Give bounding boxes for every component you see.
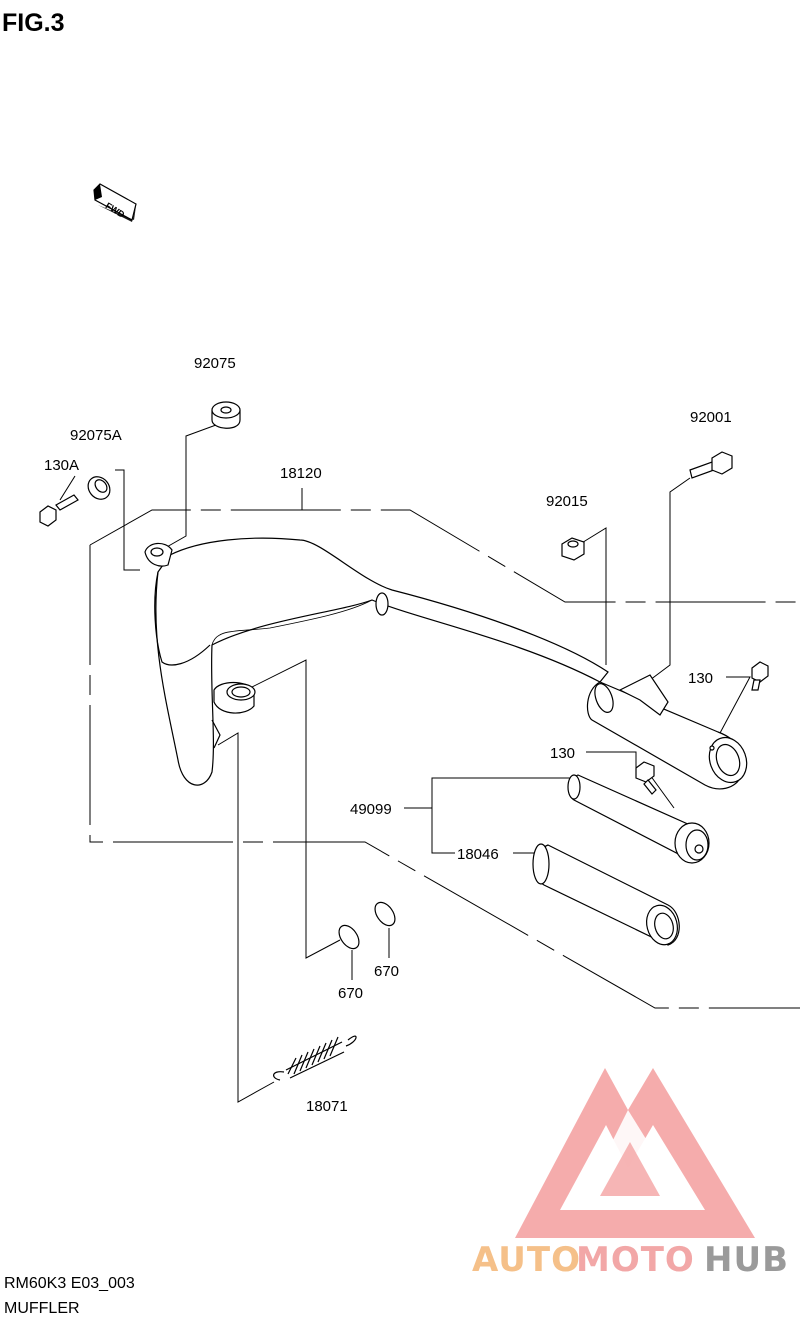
label-18071: 18071 — [306, 1098, 348, 1115]
logo-hub-text: HUB — [704, 1240, 789, 1280]
assembly-boundary — [89, 509, 800, 1009]
label-130-lower: 130 — [550, 745, 575, 762]
leader-lines — [59, 424, 751, 1103]
bolt-130A — [39, 494, 79, 527]
o-ring-670-right — [374, 901, 396, 927]
pipe-nipple — [213, 681, 256, 714]
label-670-left: 670 — [338, 985, 363, 1002]
label-49099: 49099 — [350, 801, 392, 818]
o-ring-670-left — [338, 924, 360, 950]
nut-92015 — [561, 537, 585, 561]
spring-18071 — [273, 1035, 357, 1081]
label-92001: 92001 — [690, 409, 732, 426]
automotohub-logo: AUTO MOTO HUB — [472, 1068, 789, 1280]
fwd-arrow-icon: FWD — [93, 183, 137, 222]
label-670-right: 670 — [374, 963, 399, 980]
label-92075A: 92075A — [70, 427, 122, 444]
figure-title: FIG.3 — [2, 9, 65, 37]
logo-moto-text: MOTO — [576, 1240, 695, 1280]
label-130-upper: 130 — [688, 670, 713, 687]
label-92075: 92075 — [194, 355, 236, 372]
bolt-130-lower — [635, 761, 657, 795]
washer-92075A — [87, 476, 111, 500]
label-18046: 18046 — [457, 846, 499, 863]
bolt-130-upper — [751, 661, 769, 691]
silencer — [586, 674, 748, 790]
label-92015: 92015 — [546, 493, 588, 510]
grommet-92075 — [211, 401, 241, 429]
logo-auto-text: AUTO — [472, 1240, 581, 1280]
packing-18046 — [532, 843, 680, 946]
exhaust-pipe-18120 — [144, 537, 609, 786]
label-18120: 18120 — [280, 465, 322, 482]
label-130A: 130A — [44, 457, 79, 474]
diagram-code: RM60K3 E03_003 — [4, 1275, 135, 1292]
diagram-name: MUFFLER — [4, 1300, 80, 1317]
inner-pipe-49099 — [567, 774, 710, 864]
bolt-92001 — [689, 451, 733, 479]
